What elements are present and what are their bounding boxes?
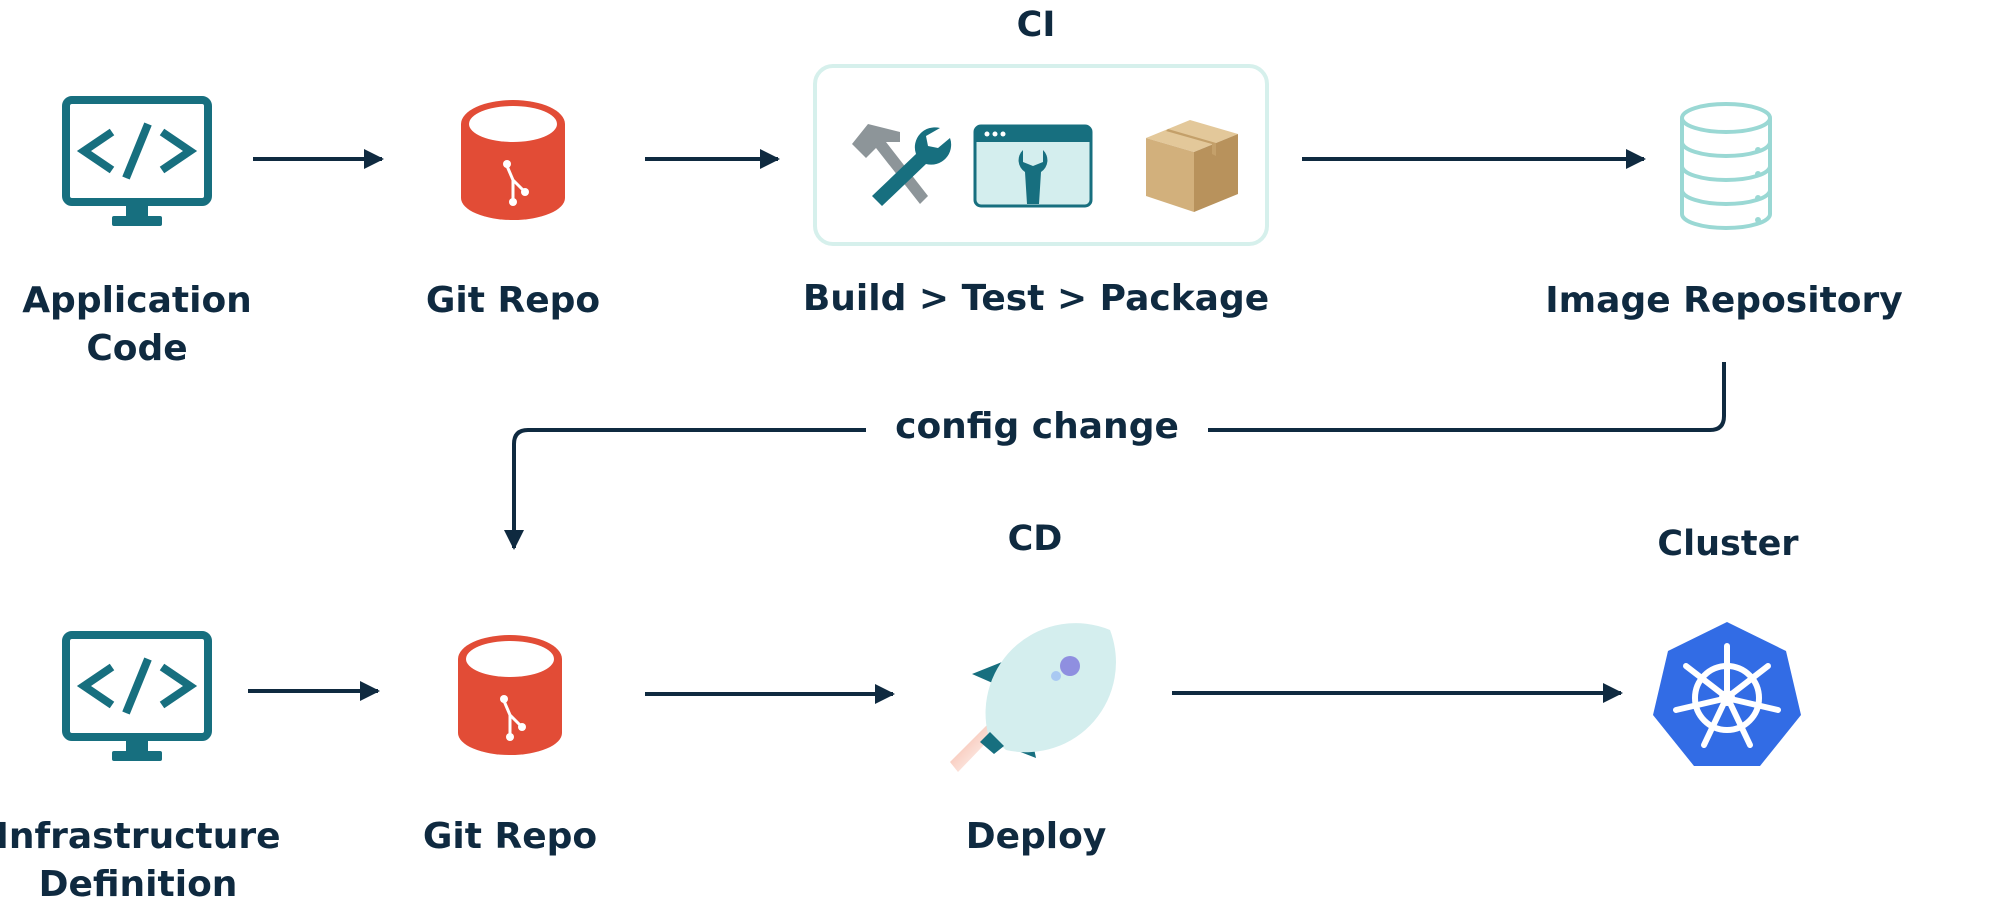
image-repo-label: Image Repository <box>1545 280 1903 321</box>
ci-title: CI <box>1017 5 1056 45</box>
cluster-title: Cluster <box>1657 524 1799 564</box>
infra-def-label-line1: Infrastructure <box>0 816 281 857</box>
package-box-icon <box>1146 120 1238 212</box>
git-repo-label-row1: Git Repo <box>426 280 600 321</box>
ci-stage-label: Build > Test > Package <box>803 278 1269 319</box>
deploy-label: Deploy <box>966 816 1107 857</box>
app-code-label-line2: Code <box>86 328 187 369</box>
git-repo-label-row2: Git Repo <box>423 816 597 857</box>
rocket-icon <box>950 623 1116 772</box>
git-repo-icon <box>458 635 562 755</box>
code-monitor-icon <box>62 96 212 226</box>
test-window-icon <box>973 124 1093 208</box>
code-monitor-icon <box>62 631 212 761</box>
config-change-line-left <box>504 428 866 550</box>
kubernetes-icon <box>1653 622 1801 766</box>
database-icon <box>1680 102 1772 230</box>
infra-def-label-line2: Definition <box>39 864 238 900</box>
git-repo-icon <box>461 100 565 220</box>
config-change-line-right <box>1208 362 1726 432</box>
config-change-label: config change <box>895 406 1179 447</box>
cd-title: CD <box>1008 519 1063 559</box>
build-tools-icon <box>852 124 952 206</box>
app-code-label-line1: Application <box>22 280 252 321</box>
